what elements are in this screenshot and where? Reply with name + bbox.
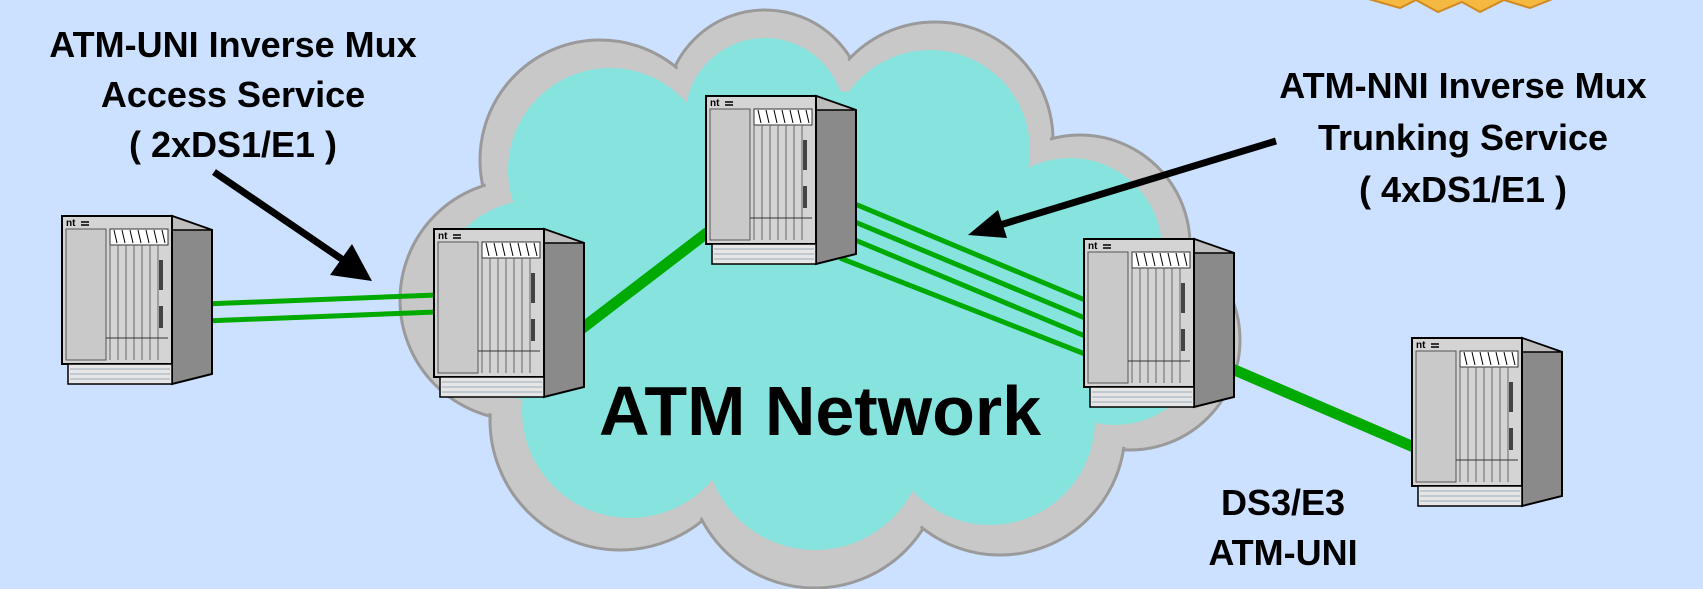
ds1-link-2	[204, 309, 437, 324]
ds3-label: DS3/E3 ATM-UNI	[1208, 482, 1358, 573]
links	[204, 201, 1419, 454]
ds3-link	[1227, 362, 1419, 454]
atm-network-label: ATM Network	[598, 372, 1042, 450]
switch-chassis-icon: nt	[1411, 337, 1563, 507]
switch-chassis-icon: nt	[1083, 238, 1235, 408]
nni-link-1	[854, 201, 1086, 303]
nni-link-3	[854, 237, 1086, 339]
switch-chassis-icon: nt	[705, 95, 857, 265]
ds1-link-1	[204, 292, 437, 307]
starburst-shape	[1368, 0, 1553, 14]
nni-link-4	[839, 255, 1086, 357]
device-logo: nt	[710, 98, 720, 109]
nni-link-2	[854, 219, 1086, 321]
device-logo: nt	[66, 218, 76, 229]
atm-nni-label: ATM-NNI Inverse Mux Trunking Service ( 4…	[1279, 65, 1647, 210]
atm-uni-label: ATM-UNI Inverse Mux Access Service ( 2xD…	[49, 24, 417, 165]
switch-chassis-icon: nt	[433, 228, 585, 398]
switch-chassis-icon: nt	[61, 215, 213, 385]
arrow-icon	[968, 137, 1278, 238]
arrow-icon	[212, 169, 372, 281]
device-logo: nt	[1088, 241, 1098, 252]
device-logo: nt	[1416, 340, 1426, 351]
atm-trunk-link	[576, 227, 712, 335]
device-logo: nt	[438, 231, 448, 242]
